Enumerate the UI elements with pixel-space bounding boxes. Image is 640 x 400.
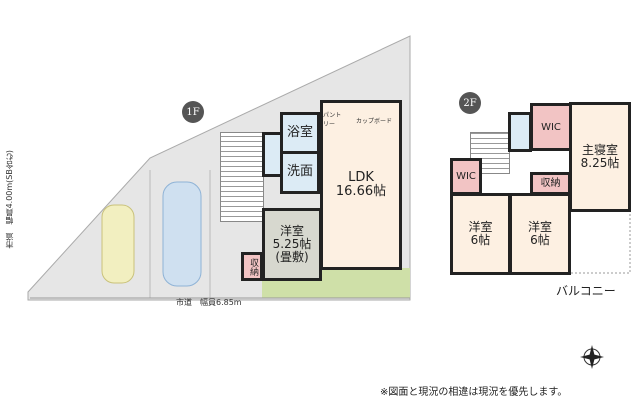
western-room-1f: 洋室 5.25帖 (畳敷) xyxy=(262,208,322,281)
western-room-2f-left: 洋室 6帖 xyxy=(450,193,511,275)
western2-label: 洋室 xyxy=(527,219,552,234)
front-road-label: 市道 幅員6.85m xyxy=(176,298,242,307)
wic-top: WIC xyxy=(530,103,572,151)
washroom: 洗面 xyxy=(280,151,320,194)
western2-size: 6帖 xyxy=(530,233,550,247)
bath-room: 浴室 xyxy=(280,112,320,154)
master-size: 8.25帖 xyxy=(580,156,620,170)
western1-size: 6帖 xyxy=(470,233,491,247)
master-bedroom: 主寝室 8.25帖 xyxy=(569,102,631,212)
floor2-badge: 2F xyxy=(459,92,481,114)
western-label: 洋室 xyxy=(279,223,304,238)
pantry-label: パントリー xyxy=(323,112,342,128)
ldk-label: LDK xyxy=(348,169,374,185)
balcony xyxy=(569,209,631,274)
western-note: (畳敷) xyxy=(275,250,309,265)
compass xyxy=(580,345,604,369)
floor1-badge: 1F xyxy=(182,101,204,123)
side-road-label: 市道 幅員4.00m(SB含む) xyxy=(5,150,14,249)
ldk-room: LDK 16.66帖 xyxy=(320,100,402,270)
cupboard-label: カップボード xyxy=(356,118,393,125)
wic-left: WIC xyxy=(450,158,482,195)
storage-1f: 収納 xyxy=(241,252,263,281)
storage-2f: 収納 xyxy=(530,172,571,195)
disclaimer-note: ※図面と現況の相違は現況を優先します。 xyxy=(380,387,568,398)
ldk-size: 16.66帖 xyxy=(335,184,387,199)
toilet-2f xyxy=(508,112,532,152)
western-room-2f-right: 洋室 6帖 xyxy=(509,193,571,275)
yellow-car xyxy=(101,204,135,284)
balcony-label: バルコニー xyxy=(556,284,616,298)
western1-label: 洋室 xyxy=(468,219,493,234)
master-label: 主寝室 xyxy=(581,142,618,157)
western-size: 5.25帖 xyxy=(272,236,312,251)
stairs-1f xyxy=(220,132,264,222)
blue-car xyxy=(162,181,202,287)
